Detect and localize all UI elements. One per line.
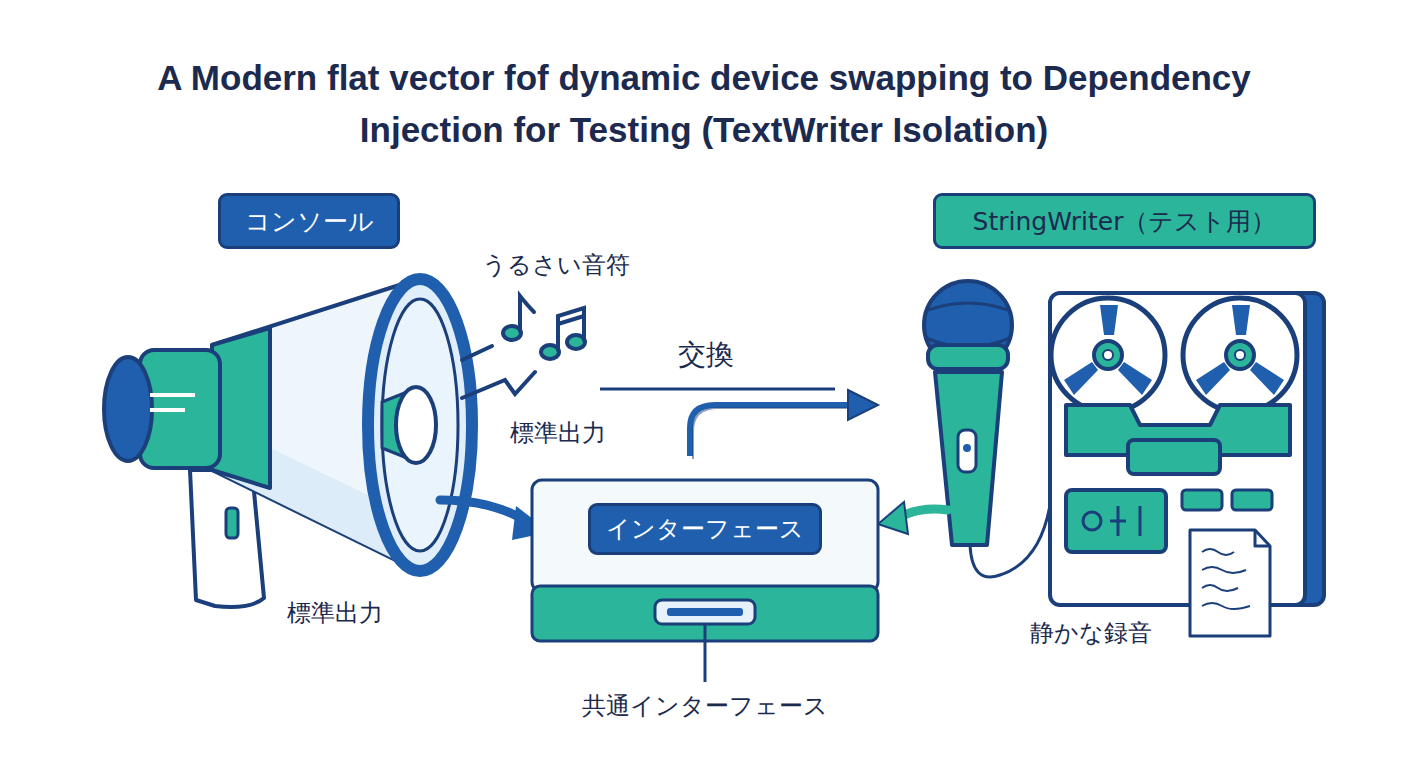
leader-line [704,624,707,682]
label-box: コンソール [218,193,400,249]
device-slot [655,600,755,624]
output-label: 標準出力 [510,418,606,448]
label-box: StringWriter（テスト用） [933,193,1316,249]
diagram-title: A Modern flat vector fof dynamic device … [84,52,1324,156]
note-label: うるさい音符 [482,250,630,280]
microphone-illustration [924,281,1050,577]
interface-label: インターフェース [588,503,822,555]
device-slot-inner [667,608,743,616]
swap-arrow [600,389,878,459]
device-top [532,480,878,592]
node-text: StringWriter（テスト用） [973,205,1277,238]
tape-recorder-illustration [1050,293,1324,636]
interface-device: 共通インターフェースインターフェース [530,478,880,643]
node-heading: 共通インターフェース [490,690,920,722]
swap-label: 交換 [678,340,734,370]
megaphone-illustration [104,279,472,607]
node-text: インターフェース [606,513,804,545]
noisy-notes [462,296,585,398]
record-arrow [878,502,948,534]
node-text: コンソール [245,205,374,238]
recording-label: 静かな録音 [1030,618,1152,648]
output-label: 標準出力 [287,598,383,628]
